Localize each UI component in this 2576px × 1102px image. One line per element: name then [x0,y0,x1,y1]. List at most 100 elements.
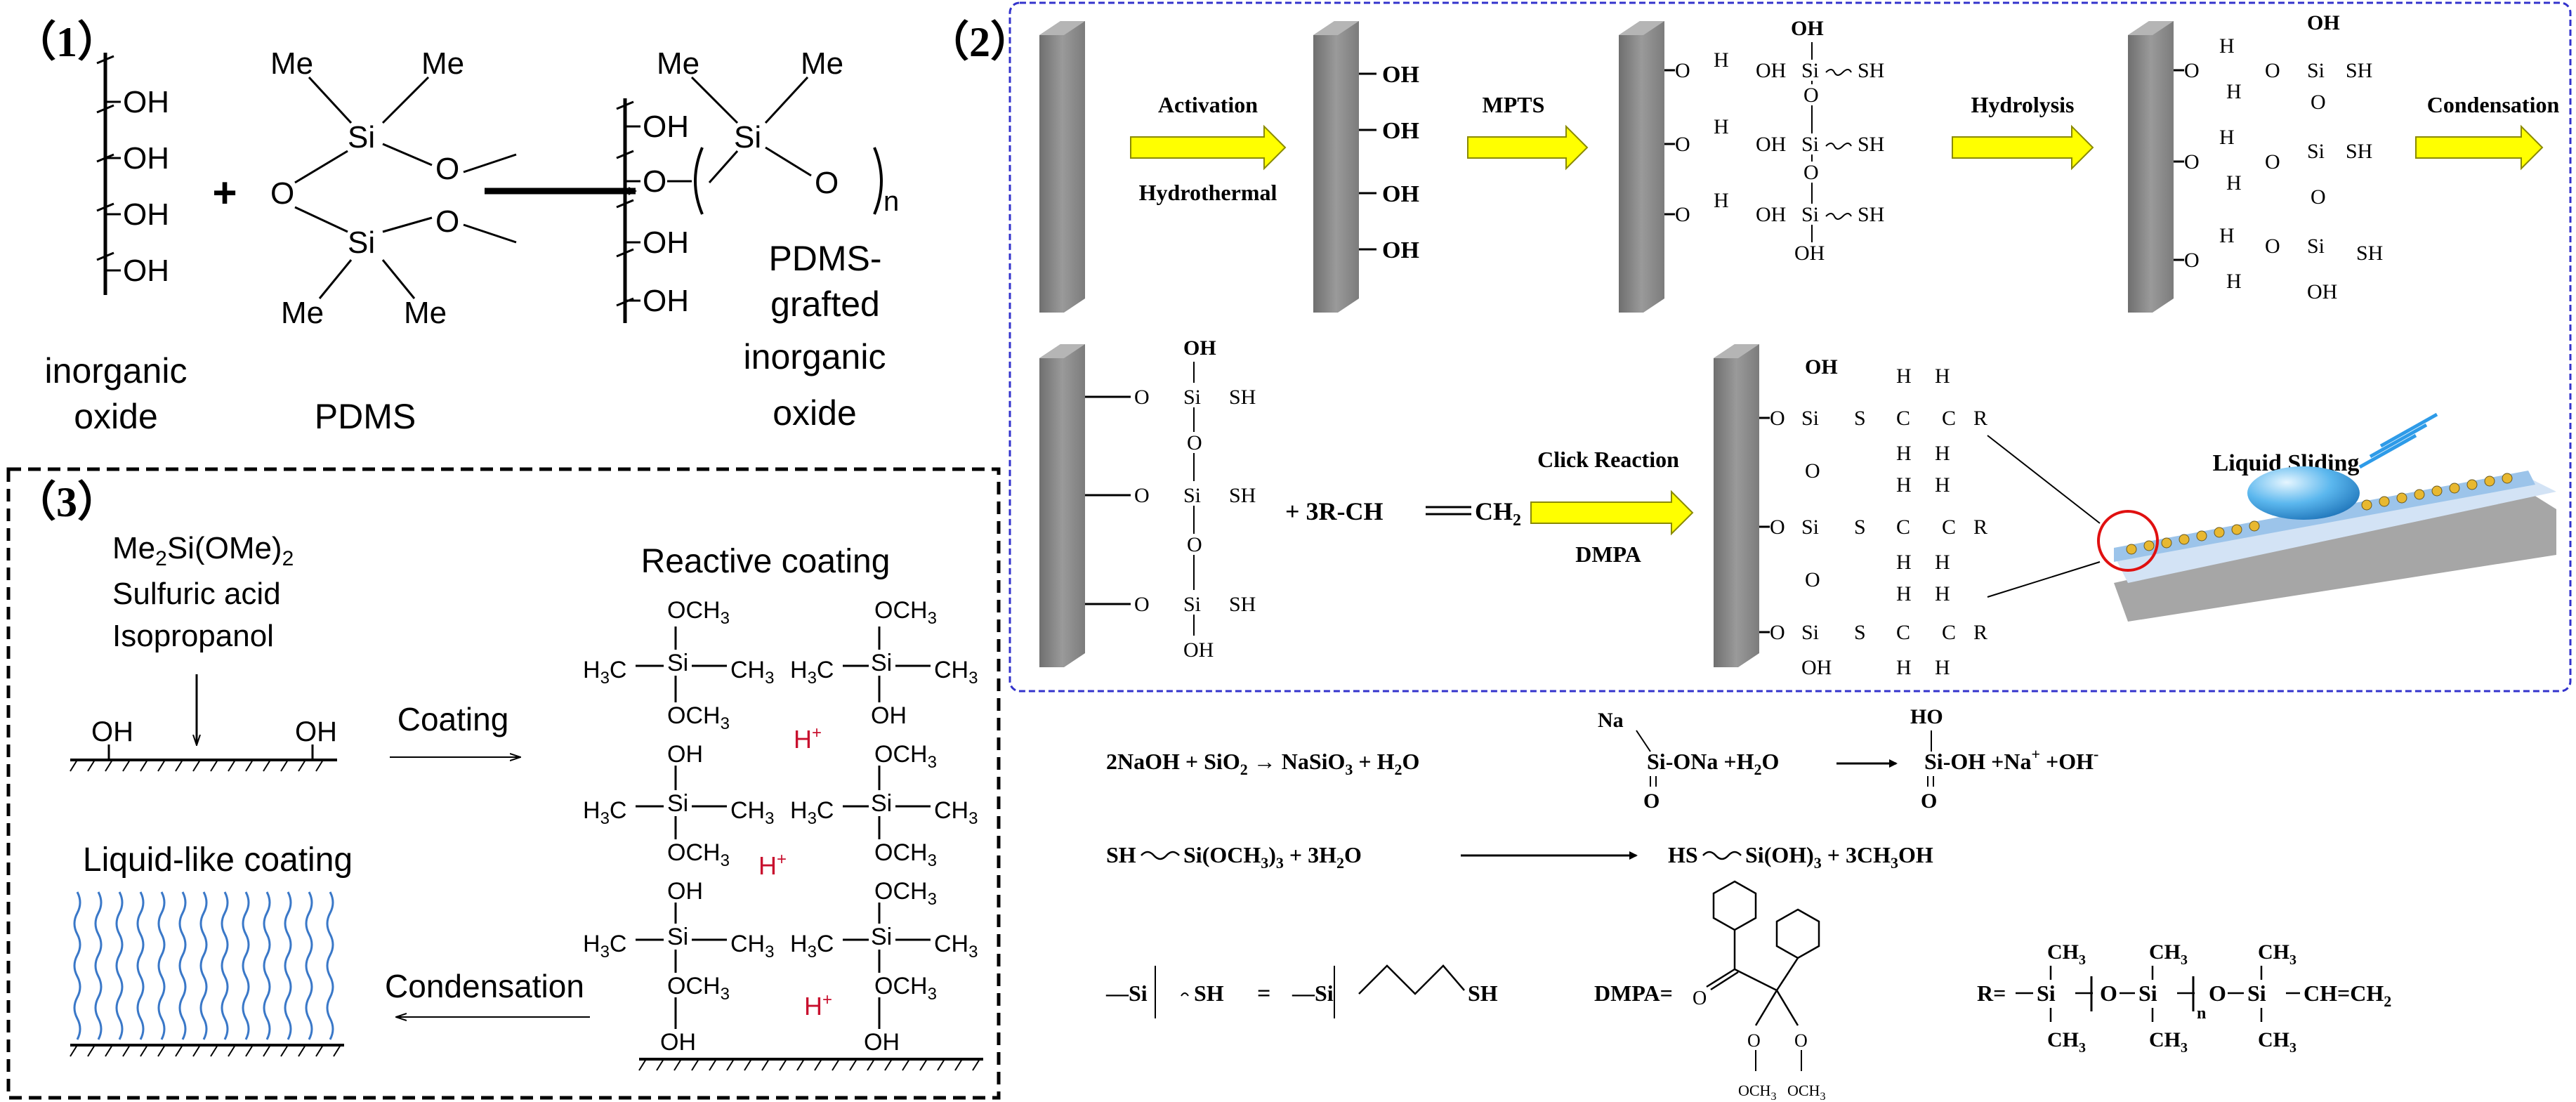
svg-text:Si: Si [1183,386,1201,409]
svg-text:R: R [1973,407,1987,430]
svg-text:CH3: CH3 [934,797,978,828]
svg-text:OH: OH [660,1029,696,1056]
svg-text:SH: SH [2346,59,2372,82]
grafted-label: grafted [770,284,880,324]
grafted-label: oxide [773,393,857,433]
svg-text:OCH3: OCH3 [1787,1082,1825,1102]
svg-text:H: H [2226,270,2242,293]
vinyl-reagent: + 3R-CH [1285,497,1384,525]
svg-text:Si: Si [667,650,688,676]
activation-arrow [1130,124,1287,171]
svg-text:OH: OH [1382,62,1419,88]
svg-text:O: O [1770,621,1785,644]
substrate-wall [1039,344,1085,667]
svg-text:CH=CH2: CH=CH2 [2304,980,2391,1010]
svg-text:SH: SH [1468,980,1498,1006]
svg-text:Si: Si [1183,593,1201,616]
svg-text:O: O [435,152,459,186]
svg-text:CH3: CH3 [730,657,774,688]
svg-text:H: H [1896,582,1912,605]
svg-text:OH: OH [667,878,703,905]
svg-text:O: O [1794,1030,1808,1051]
svg-text:CH3: CH3 [2258,940,2296,968]
svg-text:C: C [1896,516,1910,539]
substrate-wall [2128,21,2174,313]
substrate-wall [1714,344,1759,667]
svg-text:—Si: —Si [1292,980,1334,1006]
svg-text:CH3: CH3 [2149,1028,2188,1056]
svg-text:Si: Si [2307,140,2325,163]
oh-label: OH [123,85,169,119]
svg-text:O: O [1805,459,1820,483]
thiol-linker-definition: —Si SH = —Si SH [1105,964,1498,1018]
svg-text:H: H [2219,224,2235,247]
svg-text:Si: Si [348,225,375,260]
svg-text:SH: SH [1858,203,1884,226]
svg-text:OCH3: OCH3 [874,973,937,1004]
svg-text:O: O [270,176,294,211]
svg-text:H3C: H3C [790,931,834,962]
click-reaction-arrow [1530,490,1694,536]
svg-text:OCH3: OCH3 [874,741,937,772]
silane-unit: OCH3 H3C Si CH3 OCH3 [790,878,978,1004]
svg-text:Na: Na [1598,709,1624,732]
activation-label: Activation [1158,92,1258,117]
svg-text:OH: OH [1801,656,1832,679]
svg-text:Si: Si [2247,980,2266,1006]
svg-text:n: n [2197,1004,2206,1023]
svg-text:Si(OCH33)3 + 3H2O: Si(OCH33)3 + 3H2O [1183,842,1362,872]
panel-2-click-reaction: （2） Activation Hydrothermal MPTS Hydroly… [927,1,2572,693]
svg-text:O: O [1675,203,1690,226]
silane-unit: OH H3C Si CH3 OCH3 [583,878,774,1004]
svg-text:O: O [1803,84,1819,107]
svg-text:Si: Si [2138,980,2157,1006]
inorganic-oxide-label: oxide [74,397,158,436]
svg-text:Si: Si [667,924,688,950]
svg-text:CH3: CH3 [2047,1028,2086,1056]
reagent-line: Isopropanol [112,619,274,653]
svg-text:O: O [1693,988,1707,1009]
svg-text:H: H [1935,442,1950,465]
mpts-adsorbed-surface: OH O H OH Si SH O O H OH Si SH O O H OH … [1664,17,1884,265]
svg-text:SH: SH [1858,133,1884,156]
svg-text:Si: Si [2037,980,2056,1006]
svg-text:OH: OH [2307,280,2337,303]
reagent-line: Sulfuric acid [112,577,281,611]
svg-text:OH: OH [1382,118,1419,144]
svg-text:H: H [1935,656,1950,679]
svg-text:R: R [1973,516,1987,539]
svg-text:R: R [1973,621,1987,644]
svg-text:O: O [1134,386,1150,409]
svg-text:CH3: CH3 [2047,940,2086,968]
inorganic-oxide-surface: OH OH OH OH [96,53,169,295]
svg-text:HO: HO [1910,705,1943,728]
svg-text:Si-ONa +H2O: Si-ONa +H2O [1647,749,1779,778]
svg-text:OH: OH [1791,17,1824,40]
svg-text:CH3: CH3 [934,657,978,688]
mpts-arrow [1467,124,1589,171]
highlight-circle [2097,510,2159,572]
svg-text:OH: OH [1756,133,1786,156]
reagent-line: Me2Si(OMe)2 [112,531,294,570]
dmpa-label: DMPA [1575,542,1641,567]
svg-text:H3C: H3C [790,797,834,828]
silane-unit: OCH3 H3C Si CH3 OCH3 [583,597,774,733]
svg-text:OH: OH [864,1029,900,1056]
svg-text:O: O [1675,133,1690,156]
svg-text:H: H [2226,80,2242,103]
dmpa-structure: DMPA= O O O OCH3 OCH3 [1594,880,1825,1102]
svg-text:C: C [1896,621,1910,644]
svg-text:O: O [1134,484,1150,507]
svg-text:Si: Si [348,120,375,155]
svg-text:CH3: CH3 [2258,1028,2296,1056]
svg-text:OH: OH [643,284,689,318]
svg-text:Me: Me [270,46,313,81]
svg-text:Si-OH +Na+ +OH-: Si-OH +Na+ +OH- [1924,745,2098,774]
equation-mpts-hydrolysis: SH Si(OCH33)3 + 3H2O HS Si(OH)3 + 3CH3OH [1106,842,1933,872]
panel-1-pdms-grafting: （1） OH OH OH OH inorganic oxide + Me Me … [14,18,899,436]
substrate-wall [1039,21,1085,313]
svg-text:OCH3: OCH3 [667,973,730,1004]
click-reaction-label: Click Reaction [1537,447,1679,472]
svg-text:OCH3: OCH3 [874,839,937,870]
